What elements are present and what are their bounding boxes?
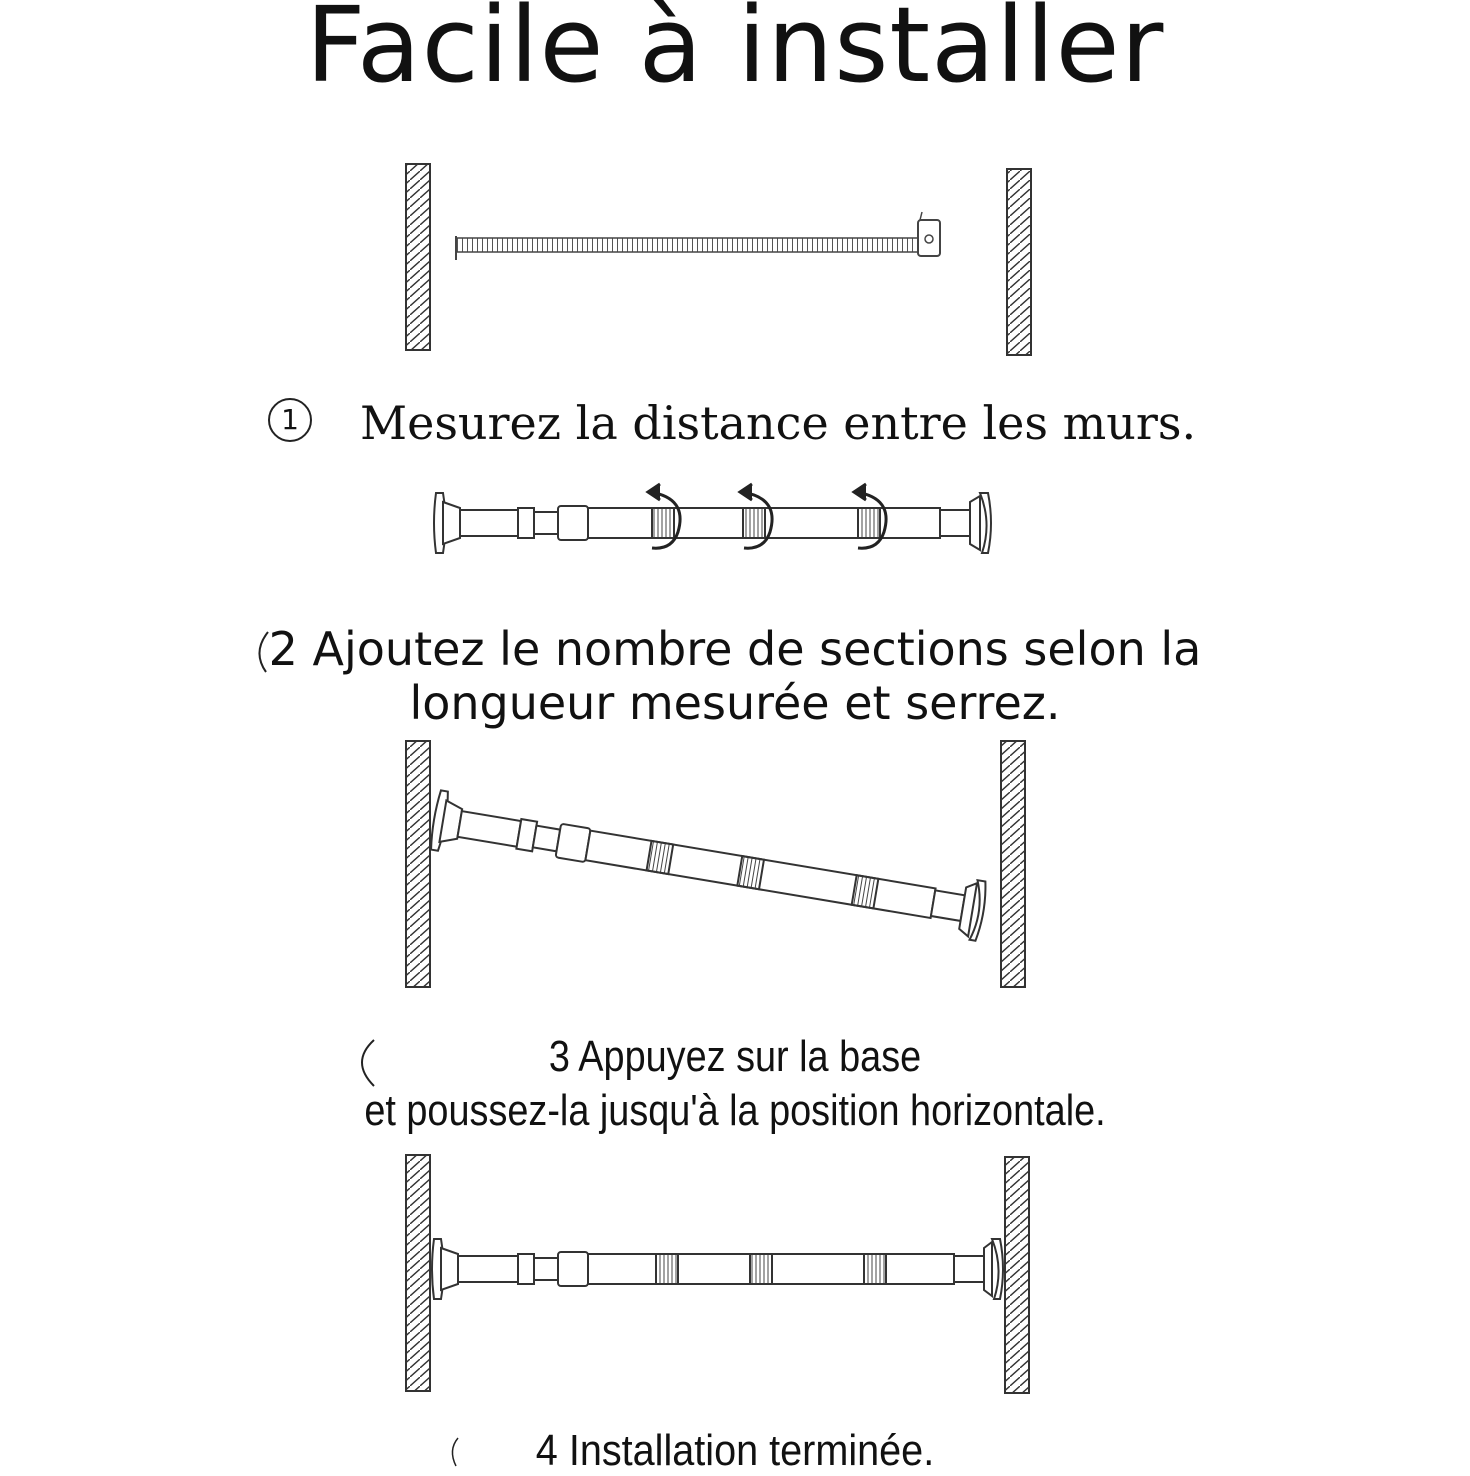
circle-marker-fragment bbox=[258, 631, 269, 673]
step1-instruction: Mesurez la distance entre les murs. bbox=[360, 396, 1197, 450]
step4-line1: 4 Installation terminée. bbox=[535, 1426, 935, 1475]
step3-line2: et poussez-la jusqu'à la position horizo… bbox=[364, 1086, 1106, 1135]
step4-illustration bbox=[405, 1154, 1030, 1394]
step2-line2: longueur mesurée et serrez. bbox=[409, 676, 1061, 730]
step3-line1: 3 Appuyez sur la base bbox=[548, 1032, 922, 1081]
circle-marker-fragment bbox=[361, 1039, 375, 1087]
step1-illustration bbox=[405, 163, 1032, 356]
circle-marker-fragment bbox=[451, 1437, 459, 1467]
wall-left bbox=[405, 1154, 431, 1392]
tension-rod bbox=[431, 1238, 1004, 1300]
wall-left bbox=[405, 740, 431, 988]
wall-right bbox=[1006, 168, 1032, 356]
step2-line1: 2 Ajoutez le nombre de sections selon la bbox=[268, 622, 1202, 676]
step2-illustration bbox=[433, 482, 992, 554]
step4-instruction: 4 Installation terminée. bbox=[74, 1426, 1397, 1476]
step3-illustration bbox=[405, 740, 1026, 988]
tension-rod bbox=[430, 789, 987, 942]
tension-rod bbox=[433, 492, 992, 554]
step3-instruction: 3 Appuyez sur la base et poussez-la jusq… bbox=[103, 1030, 1367, 1138]
step1-number-badge: 1 bbox=[268, 398, 312, 442]
wall-right bbox=[1004, 1156, 1030, 1394]
rotate-arrow-icon bbox=[645, 482, 888, 550]
page-title: Facile à installer bbox=[305, 0, 1165, 106]
step2-instruction: 2 Ajoutez le nombre de sections selon la… bbox=[0, 622, 1470, 730]
wall-left bbox=[405, 163, 431, 351]
wall-right bbox=[1000, 740, 1026, 988]
tape-measure-icon bbox=[455, 211, 941, 260]
